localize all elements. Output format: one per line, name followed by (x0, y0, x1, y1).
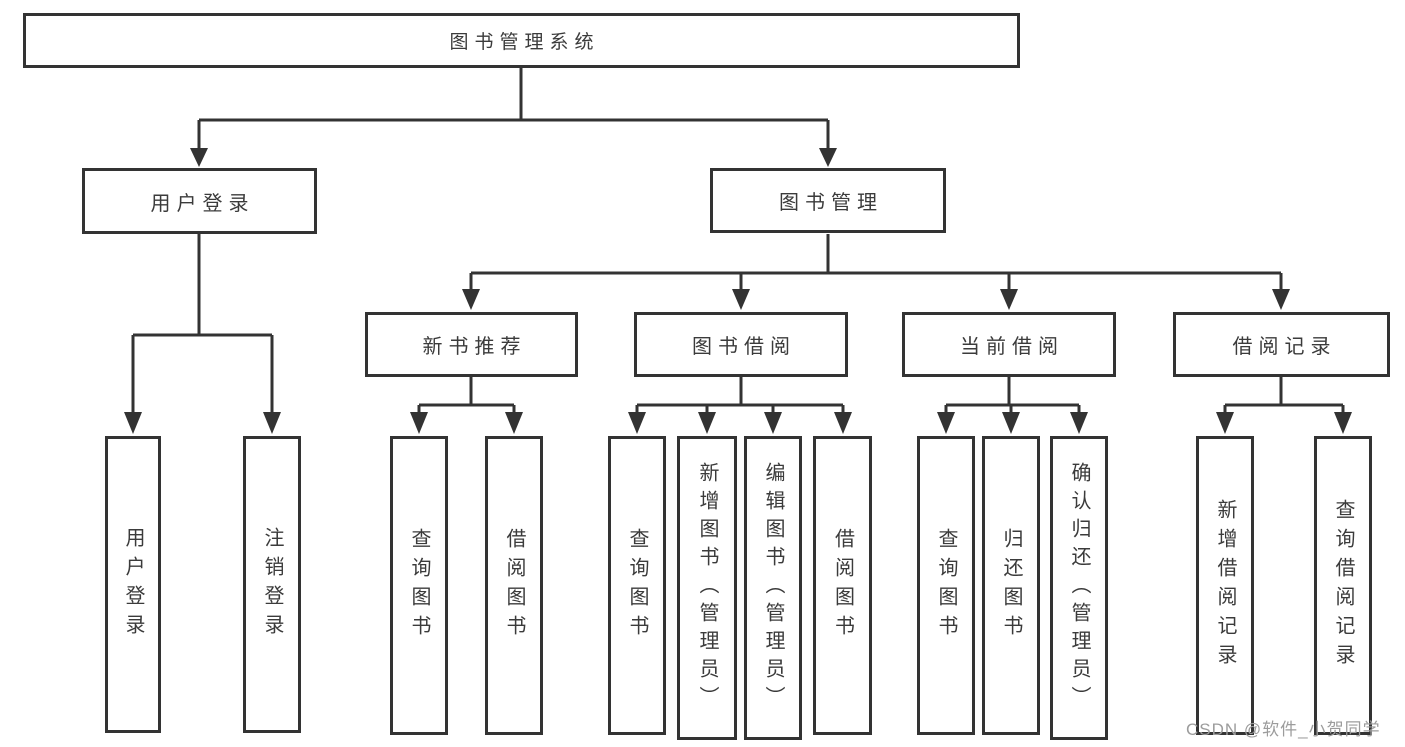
arrowhead (819, 148, 837, 167)
node-leaf-query-books-3: 查询图书 (917, 436, 975, 735)
connector-user-login-children (124, 234, 281, 434)
arrowhead (764, 412, 782, 434)
node-leaf-borrow-books: 借阅图书 (485, 436, 543, 735)
arrowhead (410, 412, 428, 434)
node-user-login: 用户登录 (82, 168, 317, 234)
connector-book-borrow-children (628, 377, 852, 434)
arrowhead (1334, 412, 1352, 434)
arrowhead (732, 289, 750, 310)
node-leaf-edit-books-admin: 编辑图书（管理员） (744, 436, 802, 740)
csdn-watermark: CSDN @软件_小贺同学 (1186, 720, 1381, 739)
arrowhead (1272, 289, 1290, 310)
node-leaf-add-borrow-record: 新增借阅记录 (1196, 436, 1254, 735)
arrowhead (505, 412, 523, 434)
arrowhead (1002, 412, 1020, 434)
arrowhead (1070, 412, 1088, 434)
connector-book-mgmt-children (462, 234, 1290, 310)
node-library-management-system: 图书管理系统 (23, 13, 1020, 68)
arrowhead (628, 412, 646, 434)
node-leaf-borrow-books-2: 借阅图书 (813, 436, 872, 735)
node-leaf-query-borrow-record: 查询借阅记录 (1314, 436, 1372, 735)
node-book-management: 图书管理 (710, 168, 946, 233)
arrowhead (1216, 412, 1234, 434)
arrowhead (698, 412, 716, 434)
arrowhead (1000, 289, 1018, 310)
node-borrowing-records: 借阅记录 (1173, 312, 1390, 377)
node-book-borrowing: 图书借阅 (634, 312, 848, 377)
node-leaf-user-login: 用户登录 (105, 436, 161, 733)
connector-borrow-records-children (1216, 377, 1352, 434)
arrowhead (937, 412, 955, 434)
node-new-book-recommend: 新书推荐 (365, 312, 578, 377)
node-leaf-return-books: 归还图书 (982, 436, 1040, 735)
node-leaf-logout: 注销登录 (243, 436, 301, 733)
node-leaf-add-books-admin: 新增图书（管理员） (677, 436, 737, 740)
arrowhead (834, 412, 852, 434)
arrowhead (462, 289, 480, 310)
node-leaf-confirm-return-admin: 确认归还（管理员） (1050, 436, 1108, 740)
arrowhead (124, 412, 142, 434)
connector-current-borrow-children (937, 377, 1088, 434)
arrowhead (190, 148, 208, 167)
connector-new-book-children (410, 377, 523, 434)
arrowhead (263, 412, 281, 434)
node-leaf-query-books-2: 查询图书 (608, 436, 666, 735)
connector-root-to-level2 (190, 68, 837, 167)
node-current-borrowing: 当前借阅 (902, 312, 1116, 377)
node-leaf-query-books: 查询图书 (390, 436, 448, 735)
